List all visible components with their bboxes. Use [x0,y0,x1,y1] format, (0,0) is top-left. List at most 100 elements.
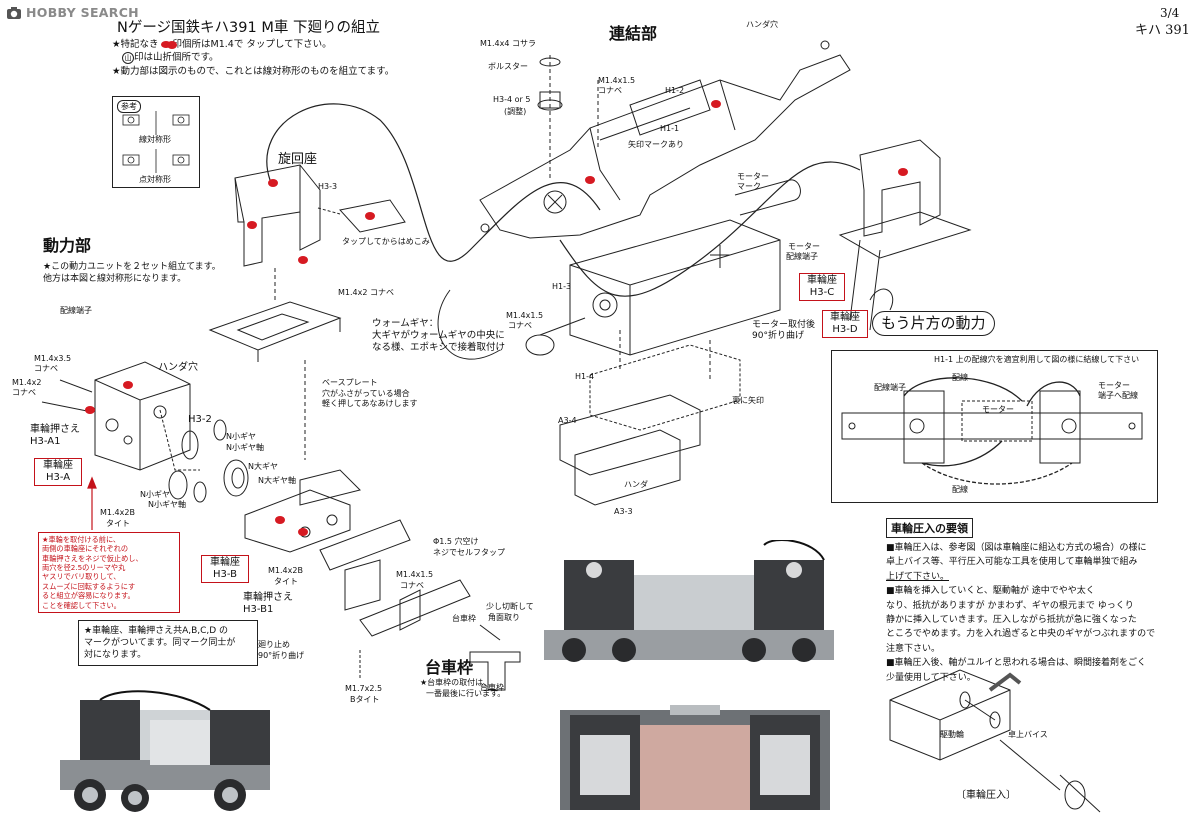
label-base-plate-note2: 軽く押してあなあけします [322,399,418,408]
wheel-seat-b: 車輪座 H3-B [201,555,249,583]
symmetry-diagram [122,111,190,173]
point-symmetric-label: 点対称形 [139,175,171,184]
power-note-1: ★この動力ユニットを２セット組立てます。 [43,262,221,272]
wheel-press-guide: 車輪圧入の要領 ■車輪圧入は、参考図（図は車輪座に組込む方式の場合）の様に 卓上… [886,517,1186,685]
label-b-tight: Bタイト [350,695,380,704]
label-n-small-gear: N小ギヤ [226,432,256,441]
label-m14x2-konabe: M1.4x2 コナベ [338,288,394,297]
label-wheel-press: 車輪押さえ [30,424,80,435]
note-untapped: ★特記なき印個所はM1.4で タップして下さい。 [112,39,332,50]
page-title: Nゲージ国鉄キハ391 M車 下廻りの組立 [117,20,380,36]
note-symmetric: ★動力部は図示のもので、これとは線対称形のものを組立てます。 [112,66,395,77]
photo-power-unit-bottom [540,695,850,820]
label-bogie-note-1: ★台車枠の取付は、 [420,678,492,687]
label-phi15: Φ1.5 穴空け [433,537,479,546]
label-bend-stop: 廻り止め [258,640,290,649]
label-m14x4-kosara: M1.4x4 コサラ [480,39,536,48]
label-h1-1: H1-1 [660,124,680,133]
label-wheel-press-caption: 〔車輪圧入〕 [956,790,1016,801]
label-m14x15-b: M1.4x1.5 [598,76,636,85]
motor-terminal-label-1: モーター [1098,381,1130,390]
label-bolster: ボルスター [488,62,528,71]
red-dot-icon [160,41,171,48]
label-worm-2: 大ギヤがウォームギヤの中央に [372,330,505,341]
wiring-diagram: H1-1 上の配線穴を適宜利用して図の様に結線して下さい 配線端子 配線 モータ… [831,350,1158,503]
label-m14x28b: M1.4x2B [268,566,303,575]
label-n-large-gear-shaft: N大ギヤ軸 [258,476,296,485]
label-worm-3: なる様、エポキシで接着取付け [372,342,506,353]
label-tight2: タイト [274,577,298,586]
section-power-unit: 動力部 [43,236,92,255]
label-tight: タイト [106,519,130,528]
guide-line-10: 少量使用して下さい。 [886,672,976,683]
wheel-seat-a: 車輪座 H3-A [34,458,82,486]
abc-note: ★車輪座、車輪押さえ共A,B,C,D の マークがついてます。同マーク同士が 対… [78,620,258,667]
label-h1-2: H1-2 [665,86,685,95]
label-h3-4: H3-4 or 5 [493,95,531,104]
label-n-small-gear-shaft-2: N小ギヤ軸 [148,500,186,509]
guide-line-3: 上げて下さい。 [886,571,950,582]
photo-power-unit-left [40,690,300,820]
section-other-power: もう片方の動力 [872,311,995,336]
guide-line-5: なり、抵抗がありますが かまわず、ギヤの根元まで ゆっくり [886,600,1134,611]
label-m17x25: M1.7x2.5 [345,684,383,693]
label-adjust: (調整) [504,107,527,116]
section-bogie-frame: 台車枠 [425,658,474,677]
wiring-label-bottom: 配線 [952,485,968,494]
mountain-fold-icon: 山 [122,52,134,64]
label-motor-mark-2: マーク [737,182,761,191]
label-m14x15-a: M1.4x1.5 [396,570,434,579]
photo-power-unit-top [524,540,851,670]
label-bend-90: 90°折り曲げ [258,651,305,660]
logo: HOBBY SEARCH [6,5,166,21]
label-handa-hole-2: ハンダ穴 [746,20,778,29]
label-arrow-mark: 矢印マークあり [628,140,684,149]
label-motor-term-1: モーター [788,242,820,251]
power-note-2: 他方は本図と線対称形になります。 [43,274,187,284]
label-konabe-d: コナベ [508,321,532,330]
wiring-instruction: H1-1 上の配線穴を適宜利用して図の様に結線して下さい [934,355,1140,364]
reference-box: 参考 線対称形 点対称形 [112,96,200,188]
label-h3-2: H3-2 [188,414,212,425]
label-m14x35: M1.4x3.5 [34,354,72,363]
logo-text: HOBBY SEARCH [26,5,139,20]
label-konabe-1: コナベ [34,364,58,373]
label-handa: ハンダ [624,480,648,489]
model-name: キハ 391 [1135,23,1190,38]
label-h3-3: H3-3 [318,182,338,191]
label-h1-4: H1-4 [575,372,595,381]
guide-line-8: 注意下さい。 [886,643,941,654]
note-mountain-fold: 山印は山折個所です。 [122,52,219,64]
guide-line-9: ■車輪圧入後、軸がユルイと思われる場合は、瞬間接着剤をごく [886,658,1147,669]
label-wheel-press-b: 車輪押さえ [243,592,293,603]
label-n-large-gear: N大ギヤ [248,462,278,471]
label-konabe-b: コナベ [400,581,424,590]
wiring-terminal-label: 配線端子 [874,383,906,392]
guide-line-4: ■車輪を挿入していくと、駆動軸が 途中でやや太く [886,586,1095,597]
label-self-tap: ネジでセルフタップ [433,548,505,557]
motor-label: モーター [982,405,1014,414]
reference-tag: 参考 [117,100,141,113]
label-m14x15-c: M1.4x1.5 [506,311,544,320]
label-handa-hole: ハンダ穴 [158,362,198,373]
motor-terminal-label-2: 端子へ配線 [1098,391,1138,400]
guide-line-1: ■車輪圧入は、参考図（図は車輪座に組込む方式の場合）の様に [886,543,1147,553]
label-base-plate-note1: 穴がふさがっている場合 [322,389,410,398]
label-motor-term-2: 配線端子 [786,252,818,261]
label-motor-mount-2: 90°折り曲げ [752,331,804,341]
label-m14x2: M1.4x2 [12,378,42,387]
guide-line-2: 卓上バイス等、平行圧入可能な工具を使用して車輪単独で組み [886,557,1138,568]
guide-line-6: 静かに挿入していきます。圧入しながら抵抗が急に強くなった [886,614,1137,625]
label-h1-3: H1-3 [552,282,572,291]
section-coupling: 連結部 [609,24,658,43]
label-worm-1: ウォームギヤ： [372,318,439,329]
label-wiring-terminal: 配線端子 [60,306,92,315]
label-base-plate: ベースプレート [322,378,378,387]
label-bench-vise: 卓上バイス [1008,730,1048,739]
wiring-label-top: 配線 [952,373,968,382]
label-n-small-gear-shaft: N小ギヤ軸 [226,443,264,452]
label-bogie-note-2: 一番最後に行います。 [426,689,506,698]
section-rotating-seat: 旋回座 [278,152,318,167]
camera-logo-icon [7,7,21,19]
